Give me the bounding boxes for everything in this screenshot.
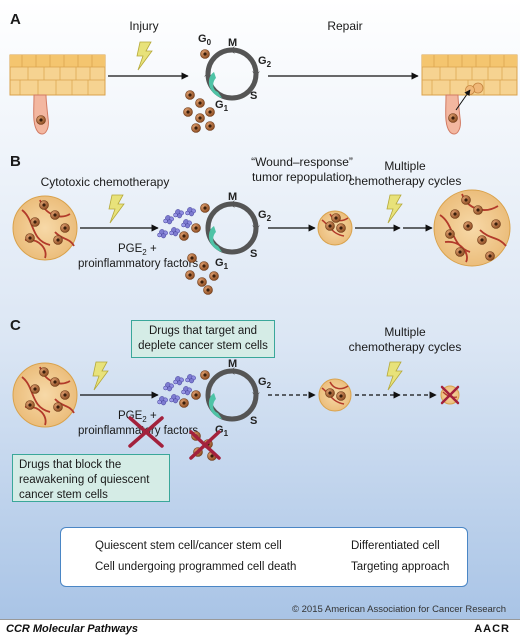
panel-c-proinflammatory-label: proinflammatory factors: [78, 425, 198, 437]
footer-journal-title: CCR Molecular Pathways: [6, 623, 139, 635]
panel-b-chemo-label: Cytotoxic chemotherapy: [41, 175, 170, 189]
g2-label: G2: [258, 376, 272, 390]
block-drug-box: Drugs that block the reawakening of quie…: [12, 454, 170, 502]
g2-label: G2: [258, 55, 272, 69]
legend-apoptotic-label: Cell undergoing programmed cell death: [95, 561, 297, 573]
panel-c-small-tumor: [318, 378, 352, 412]
panel-c-tumor: [12, 362, 78, 428]
panel-b-multi-line1: Multiple: [384, 159, 426, 173]
legend-differentiated-label: Differentiated cell: [351, 540, 440, 552]
m-label: M: [228, 37, 237, 49]
m-label: M: [228, 191, 237, 203]
panel-c-letter: C: [10, 317, 21, 334]
panel-b-wound-line2: tumor repopulation: [252, 170, 352, 184]
panel-b-letter: B: [10, 153, 21, 170]
panel-c-shrunk-tumor: [440, 385, 460, 405]
g2-label: G2: [258, 209, 272, 223]
footer-logo: AACR: [474, 623, 510, 635]
g1-label: G1: [215, 424, 229, 438]
targeting-x-icon: [189, 430, 221, 460]
panel-a-cell-cycle: [200, 46, 260, 101]
g1-label: G1: [215, 99, 229, 113]
panel-a-repair-label: Repair: [327, 19, 362, 33]
panel-c-cell-cycle: [200, 367, 260, 422]
legend: Quiescent stem cell/cancer stem cell Dif…: [60, 527, 468, 587]
s-label: S: [250, 248, 257, 260]
g0-label: G0: [198, 33, 212, 47]
panel-b-cell-cycle: [200, 200, 260, 255]
panel-c-multi-line1: Multiple: [384, 325, 426, 339]
panel-a-injury-label: Injury: [129, 19, 158, 33]
s-label: S: [250, 90, 257, 102]
copyright-text: © 2015 American Association for Cancer R…: [292, 604, 506, 615]
panel-a-tissue-right: [421, 54, 518, 135]
m-label: M: [228, 358, 237, 370]
background-gradient: [0, 0, 520, 619]
panel-b-small-tumor: [317, 210, 353, 246]
panel-a-letter: A: [10, 11, 21, 28]
panel-b-proinflammatory-label: proinflammatory factors: [78, 258, 198, 270]
legend-quiescent-label: Quiescent stem cell/cancer stem cell: [95, 540, 282, 552]
legend-targeting-label: Targeting approach: [351, 561, 450, 573]
targeting-x-icon: [128, 416, 164, 448]
panel-b-tumor: [12, 195, 78, 261]
panel-c-pge-label: PGE2 +: [118, 410, 157, 424]
footer-bar: CCR Molecular Pathways AACR: [0, 619, 520, 640]
panel-b-large-tumor: [433, 189, 511, 267]
panel-a-tissue-left: [9, 54, 106, 135]
panel-c-multi-line2: chemotherapy cycles: [349, 340, 462, 354]
target-drug-box: Drugs that target and deplete cancer ste…: [131, 320, 275, 358]
panel-b-multi-line2: chemotherapy cycles: [349, 174, 462, 188]
s-label: S: [250, 415, 257, 427]
panel-b-pge-label: PGE2 +: [118, 243, 157, 257]
g1-label: G1: [215, 257, 229, 271]
panel-b-wound-line1: “Wound–response”: [251, 155, 353, 169]
